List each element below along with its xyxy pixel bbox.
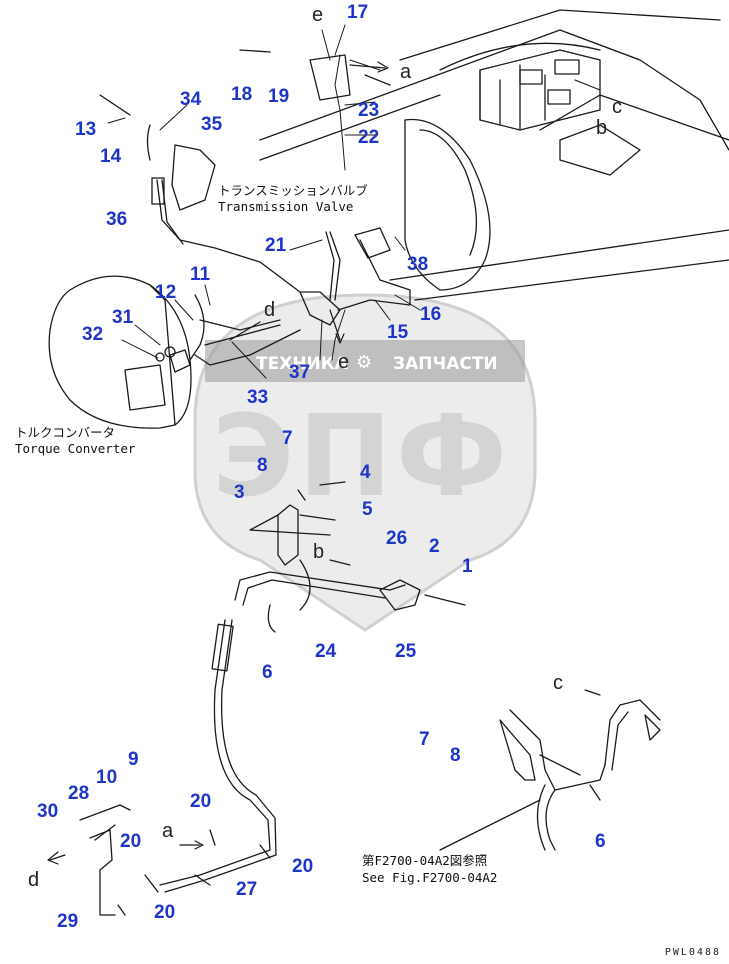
- lower-hoses: [79, 571, 466, 916]
- view-letter-a-top: a: [400, 61, 412, 83]
- callout-36: 36: [106, 209, 128, 230]
- torque-converter: [48, 275, 192, 429]
- callout-31: 31: [112, 307, 134, 328]
- see-fig-label-jp: 第F2700-04A2図参照: [362, 853, 488, 868]
- transmission-valve-label-jp: トランスミッションバルブ: [218, 183, 368, 198]
- callout-7-upper: 7: [282, 428, 293, 449]
- callout-30: 30: [37, 801, 59, 822]
- callout-3: 3: [234, 482, 245, 503]
- callout-37: 37: [289, 362, 311, 383]
- callout-27: 27: [236, 879, 258, 900]
- callout-20-c: 20: [292, 856, 314, 877]
- transmission-valve-label-en: Transmission Valve: [218, 199, 354, 214]
- callout-28: 28: [68, 783, 90, 804]
- callout-6-right: 6: [595, 831, 606, 852]
- callout-32: 32: [82, 324, 104, 345]
- callout-8-lower: 8: [450, 745, 461, 766]
- view-letter-c-top: c: [612, 96, 622, 118]
- watermark-top-text: ТЕХНИКА: [256, 354, 348, 374]
- callout-16: 16: [420, 304, 442, 325]
- bracket: [249, 481, 346, 566]
- callout-2: 2: [429, 536, 440, 557]
- callout-1: 1: [462, 556, 473, 577]
- callout-21: 21: [265, 235, 287, 256]
- view-letter-e-mid: e: [338, 351, 350, 373]
- transmission-valve: [479, 49, 641, 176]
- view-letter-b-mid: b: [313, 541, 325, 563]
- callout-29: 29: [57, 911, 79, 932]
- view-letter-d-lower: d: [28, 869, 40, 891]
- callout-12: 12: [155, 282, 177, 303]
- housing: [404, 118, 491, 291]
- callout-15: 15: [387, 322, 409, 343]
- view-letter-e-top: e: [312, 4, 324, 26]
- callout-11: 11: [190, 264, 211, 285]
- callout-20-a: 20: [190, 791, 212, 812]
- leader-lines: [107, 24, 421, 379]
- see-fig-label-en: See Fig.F2700-04A2: [362, 870, 498, 885]
- callout-17: 17: [347, 2, 369, 23]
- frame-outline: [259, 9, 729, 301]
- callout-25: 25: [395, 641, 417, 662]
- callout-20-b: 20: [120, 831, 142, 852]
- callout-18: 18: [231, 84, 253, 105]
- callout-26: 26: [386, 528, 408, 549]
- callout-8-upper: 8: [257, 455, 268, 476]
- torque-converter-label-jp: トルクコンバータ: [15, 425, 116, 440]
- callout-24: 24: [315, 641, 337, 662]
- callout-10: 10: [96, 767, 118, 788]
- callout-22: 22: [358, 127, 380, 148]
- watermark-gear-icon: ⚙: [356, 352, 373, 373]
- callout-23: 23: [358, 100, 380, 121]
- callout-6-left: 6: [262, 662, 273, 683]
- callout-19: 19: [268, 86, 290, 107]
- callout-34: 34: [180, 89, 202, 110]
- upper-hoses: [99, 49, 411, 373]
- torque-converter-label-en: Torque Converter: [15, 441, 136, 456]
- pipe-right: [439, 699, 661, 851]
- view-letter-d-mid: d: [264, 299, 276, 321]
- drawing-code: PWL0488: [664, 947, 721, 958]
- callout-14: 14: [100, 146, 122, 167]
- view-letter-b-top: b: [596, 117, 608, 139]
- callout-33: 33: [247, 387, 269, 408]
- callout-20-d: 20: [154, 902, 176, 923]
- callout-38: 38: [407, 254, 429, 275]
- view-letter-c-lower: c: [553, 672, 563, 694]
- watermark-big-text: ЭПФ: [212, 392, 511, 522]
- callout-5: 5: [362, 499, 373, 520]
- callout-13: 13: [75, 119, 97, 140]
- callout-9: 9: [128, 749, 139, 770]
- callout-4: 4: [360, 462, 371, 483]
- watermark-top-text-right: ЗАПЧАСТИ: [393, 354, 498, 374]
- clip-curve: [299, 559, 311, 611]
- callout-35: 35: [201, 114, 223, 135]
- callout-7-lower: 7: [419, 729, 430, 750]
- view-arrows: [47, 61, 601, 865]
- view-letter-a-lower: a: [162, 820, 174, 842]
